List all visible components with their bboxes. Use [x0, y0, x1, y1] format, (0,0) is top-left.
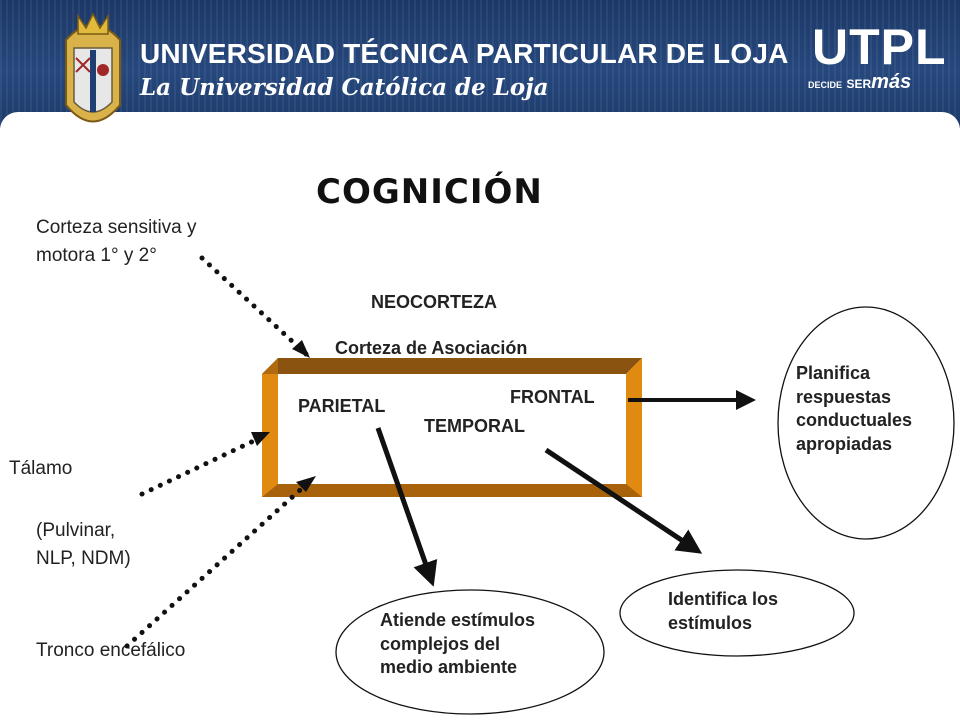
atiende-line: Atiende estímulos [380, 610, 536, 630]
cortex-input-arrowhead [292, 340, 310, 358]
planifica-ellipse [777, 306, 955, 540]
identifica-line: estímulos [668, 612, 753, 633]
thalamus-input-arrow [139, 433, 267, 497]
frontal-label: FRONTAL [510, 387, 595, 407]
header-curve [0, 112, 960, 138]
header-band [0, 0, 960, 128]
tagline-mas: más [871, 71, 912, 93]
planifica-line: apropiadas [796, 433, 893, 454]
tagline-decide: DECIDE [808, 80, 843, 90]
planifica-text: Planifica respuestas conductuales apropi… [796, 362, 912, 456]
temporal-output-arrow [544, 447, 703, 554]
atiende-line: complejos del [380, 633, 501, 654]
association-cortex-box [262, 358, 642, 497]
university-name: UNIVERSIDAD TÉCNICA PARTICULAR DE LOJA [140, 38, 789, 69]
identifica-ellipse [619, 569, 855, 657]
cortex-input-label-line1: Corteza sensitiva y [36, 217, 197, 238]
planifica-line: respuestas [796, 386, 892, 407]
university-crest-icon [65, 12, 121, 123]
utpl-logo: UTPL [812, 19, 947, 75]
slide-title: COGNICIÓN [316, 172, 543, 212]
atiende-text: Atiende estímulos complejos del medio am… [380, 609, 535, 680]
brainstem-input-arrowhead [296, 476, 316, 492]
parietal-label: PARIETAL [298, 396, 386, 416]
thalamus-input-arrowhead [251, 432, 270, 446]
cortex-input-label-line2: motora 1° y 2° [36, 245, 157, 266]
neocortex-label: NEOCORTEZA [371, 292, 497, 312]
parietal-output-arrow [375, 427, 438, 587]
association-cortex-label: Corteza de Asociación [335, 338, 528, 358]
brainstem-input-arrow [124, 479, 312, 649]
identifica-text: Identifica los estímulos [668, 588, 778, 635]
university-subtitle: La Universidad Católica de Loja [140, 74, 549, 101]
thalamus-label: Tálamo [9, 458, 73, 479]
thalamus-detail-line2: NLP, NDM) [36, 548, 131, 569]
atiende-line: medio ambiente [380, 657, 518, 677]
tagline-ser: SER [846, 77, 872, 91]
utpl-tagline: DECIDE SERmás [808, 72, 911, 95]
identifica-line: Identifica los [668, 589, 779, 609]
cortex-input-arrow [199, 255, 309, 357]
brainstem-label: Tronco encefálico [36, 640, 186, 661]
planifica-line: Planifica [796, 363, 871, 383]
atiende-ellipse [335, 589, 605, 715]
planifica-line: conductuales [796, 410, 913, 430]
temporal-label: TEMPORAL [424, 416, 525, 436]
thalamus-detail-line1: (Pulvinar, [36, 520, 116, 541]
